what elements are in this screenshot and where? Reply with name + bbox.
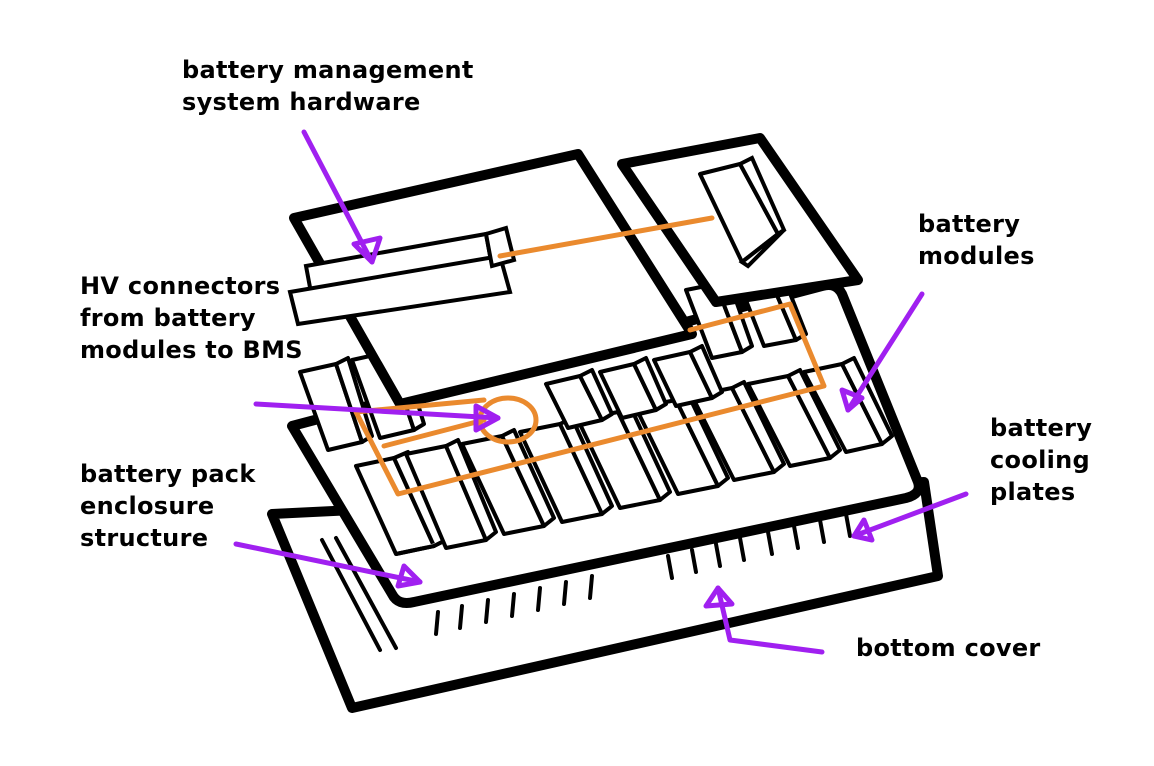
label-bms-line2: system hardware [182,88,421,116]
arrow-modules [845,291,925,413]
label-bottom-cover: bottom cover [856,632,1041,664]
label-enclosure-structure: battery pack enclosure structure [80,458,256,554]
bms-main-board [287,149,697,409]
pointer-arrows [233,129,969,655]
label-enclosure-line3: structure [80,524,209,552]
label-bottom-line1: bottom cover [856,634,1041,662]
label-battery-modules: battery modules [918,208,1035,272]
label-bms-line1: battery management [182,56,474,84]
arrow-cooling [851,491,969,539]
label-enclosure-line2: enclosure [80,492,215,520]
cooling-plate-fins [320,512,852,652]
bms-secondary-board [617,133,863,307]
label-hv-line3: modules to BMS [80,336,303,364]
label-cooling-line1: battery [990,414,1093,442]
arrow-enclosure [233,541,423,585]
label-cooling-plates: battery cooling plates [990,412,1092,508]
label-hv-connectors: HV connectors from battery modules to BM… [80,270,303,366]
label-hv-line2: from battery [80,304,256,332]
label-bms-hardware: battery management system hardware [182,54,474,118]
label-modules-line1: battery [918,210,1021,238]
label-enclosure-line1: battery pack [80,460,256,488]
label-hv-line1: HV connectors [80,272,281,300]
label-cooling-line3: plates [990,478,1076,506]
label-cooling-line2: cooling [990,446,1091,474]
arrow-hv [253,401,501,421]
label-modules-line2: modules [918,242,1035,270]
